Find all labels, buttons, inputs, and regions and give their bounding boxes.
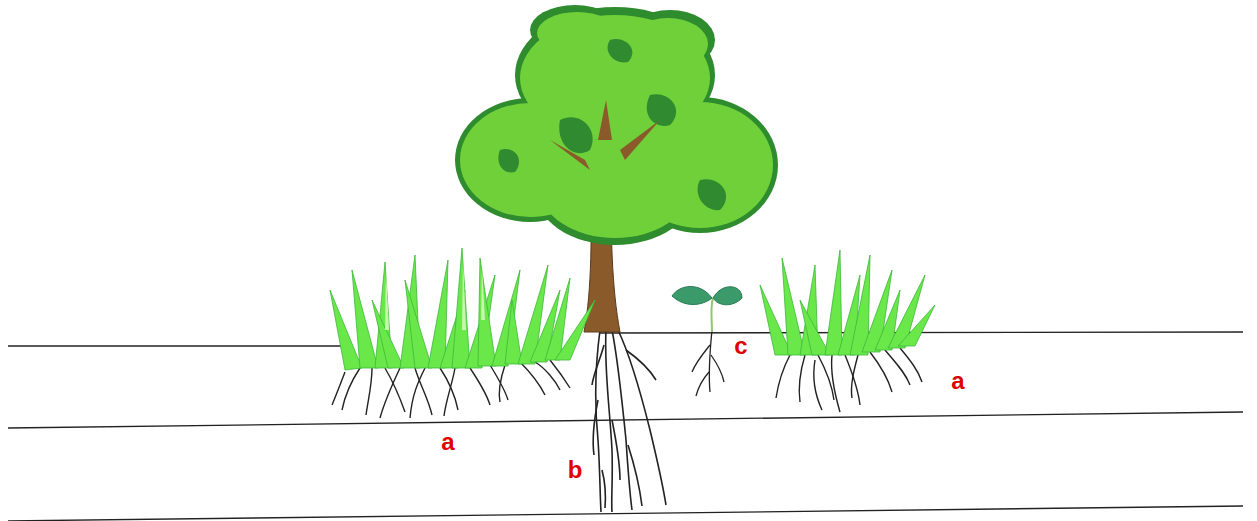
- tap-root: [592, 330, 666, 512]
- part-label: a: [441, 430, 454, 454]
- soil-lines: [8, 332, 1243, 521]
- fibrous-root: [332, 360, 570, 418]
- part-label: c: [734, 334, 747, 358]
- seedling: [672, 287, 742, 333]
- part-label: a: [951, 369, 964, 393]
- tree-canopy: [455, 5, 778, 245]
- part-label: b: [568, 458, 583, 482]
- fibrous-root: [776, 348, 922, 412]
- grass-clump: [760, 250, 935, 355]
- grass-clump: [330, 248, 595, 370]
- grass-highlight: [385, 260, 485, 330]
- seedling-root: [692, 330, 724, 396]
